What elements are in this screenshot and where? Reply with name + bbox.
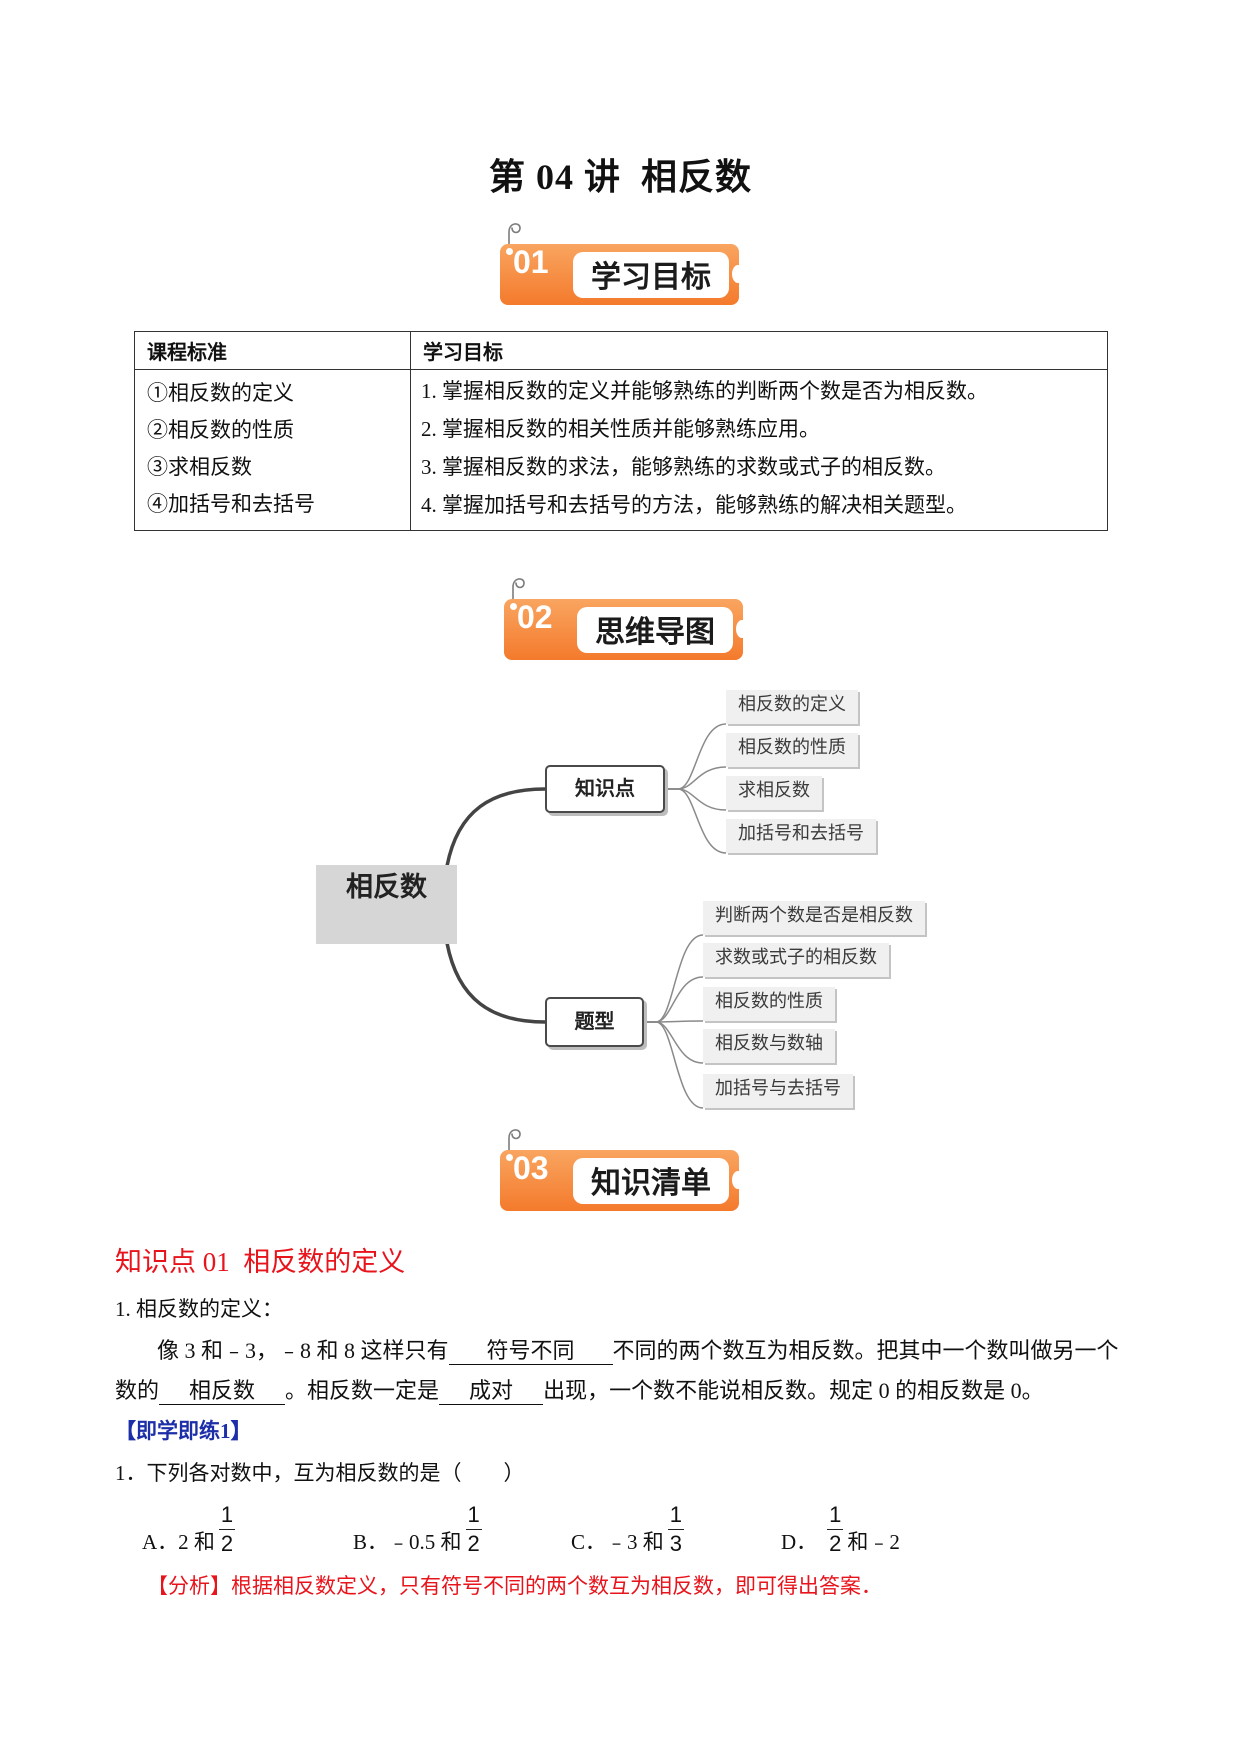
- badge-label: 学习目标: [573, 252, 729, 298]
- option-c: C． ﹣3 和 1 3: [571, 1492, 688, 1556]
- mind-map-leaf: 相反数的定义: [726, 690, 858, 724]
- table-row: ①相反数的定义 ②相反数的性质 ③求相反数 ④加括号和去括号 1. 掌握相反数的…: [134, 369, 1108, 531]
- analysis-text: 【分析】根据相反数定义，只有符号不同的两个数互为相反数，即可得出答案．: [147, 1574, 882, 1598]
- paragraph-text: 数的: [115, 1378, 160, 1403]
- paragraph-text: 不同的两个数互为相反数。把其中一个数叫做另一个: [612, 1338, 1119, 1363]
- option-letter: D．: [781, 1530, 818, 1554]
- badge-band: 01 学习目标: [500, 244, 744, 305]
- connector-knowledge-leaf: [665, 788, 727, 811]
- goal-item: 1. 掌握相反数的定义并能够熟练的判断两个数是否为相反数。: [421, 379, 988, 403]
- option-text: 和﹣2: [847, 1530, 900, 1554]
- fraction-denominator: 2: [220, 1531, 234, 1556]
- connector-root-knowledge: [445, 787, 546, 867]
- mind-map-leaf: 相反数与数轴: [703, 1029, 835, 1063]
- table-header-goals: 学习目标: [410, 331, 1108, 370]
- mind-map-root: 相反数: [316, 865, 457, 944]
- badge-band: 02 思维导图: [504, 599, 748, 660]
- fraction: 1 3: [667, 1503, 685, 1556]
- fraction-denominator: 2: [467, 1531, 480, 1556]
- goal-item: 3. 掌握相反数的求法，能够熟练的求数或式子的相反数。: [421, 455, 946, 479]
- badge-notch: [736, 620, 748, 638]
- fraction-denominator: 3: [669, 1531, 683, 1556]
- question-text: 1．下列各对数中，互为相反数的是（ ）: [115, 1461, 525, 1485]
- knowledge-point-heading: 知识点 01 相反数的定义: [115, 1247, 406, 1277]
- badge-number: 03: [513, 1150, 549, 1186]
- hook-icon: [508, 223, 521, 252]
- fraction-denominator: 2: [829, 1531, 842, 1556]
- practice-title: 【即学即练1】: [115, 1419, 252, 1443]
- section-badge-knowledge: 03 知识清单: [500, 1124, 745, 1216]
- connector-root-types: [445, 942, 546, 1024]
- fraction-numerator: 1: [827, 1503, 844, 1530]
- badge-hole: [506, 248, 513, 255]
- connector-types-leaf: [644, 976, 704, 1023]
- standard-item: ①相反数的定义: [147, 381, 294, 405]
- hook-icon: [512, 578, 525, 607]
- goal-item: 4. 掌握加括号和去括号的方法，能够熟练的解决相关题型。: [421, 493, 967, 517]
- mind-map-branch-knowledge: 知识点: [545, 765, 665, 813]
- connector-types-leaf: [644, 1021, 704, 1109]
- section-badge-objectives: 01 学习目标: [500, 218, 745, 310]
- standard-item: ②相反数的性质: [147, 418, 294, 442]
- connector-knowledge-leaf: [665, 788, 727, 854]
- option-letter: B．: [353, 1530, 389, 1554]
- paragraph-text: 像 3 和﹣3，﹣8 和 8 这样只有: [157, 1338, 449, 1363]
- mind-map-leaf: 相反数的性质: [726, 733, 858, 767]
- fill-blank-answer: 符号不同: [448, 1338, 613, 1365]
- mind-map-leaf: 相反数的性质: [703, 987, 835, 1021]
- objectives-table: 课程标准 学习目标 ①相反数的定义 ②相反数的性质 ③求相反数 ④加括号和去括号…: [134, 331, 1108, 531]
- standard-item: ③求相反数: [147, 455, 252, 479]
- badge-band: 03 知识清单: [500, 1150, 744, 1211]
- mind-map-leaf: 加括号和去括号: [726, 819, 876, 853]
- badge-number: 01: [513, 244, 549, 280]
- badge-notch: [732, 265, 744, 283]
- definition-label: 1. 相反数的定义：: [115, 1297, 283, 1321]
- mind-map: 相反数 知识点 题型 相反数的定义 相反数的性质 求相反数 加括号和去括号 判断…: [300, 680, 940, 1120]
- option-a: A． 2 和 1 2: [142, 1492, 239, 1556]
- option-text: ﹣0.5 和: [388, 1530, 462, 1554]
- option-text: ﹣3 和: [606, 1530, 664, 1554]
- standard-item: ④加括号和去括号: [147, 492, 315, 516]
- hook-icon: [508, 1129, 521, 1158]
- fraction: 1 2: [827, 1503, 844, 1556]
- standards-cell: ①相反数的定义 ②相反数的性质 ③求相反数 ④加括号和去括号: [134, 369, 411, 531]
- paragraph-text: 。相反数一定是: [285, 1378, 440, 1403]
- mind-map-leaf: 加括号与去括号: [703, 1074, 853, 1108]
- fraction: 1 2: [218, 1503, 236, 1556]
- mind-map-branch-types: 题型: [545, 997, 644, 1047]
- option-text: 2 和: [178, 1530, 215, 1554]
- objectives-table-grid: 课程标准 学习目标 ①相反数的定义 ②相反数的性质 ③求相反数 ④加括号和去括号…: [134, 331, 1108, 531]
- mind-map-connectors: [445, 723, 727, 1109]
- option-b: B． ﹣0.5 和 1 2: [353, 1492, 486, 1556]
- section-badge-mindmap: 02 思维导图: [504, 573, 749, 665]
- badge-hole: [506, 1154, 513, 1161]
- option-letter: A．: [142, 1530, 179, 1554]
- definition-paragraph-line1: 像 3 和﹣3，﹣8 和 8 这样只有符号不同不同的两个数互为相反数。把其中一个…: [115, 1336, 1145, 1366]
- option-letter: C．: [571, 1530, 607, 1554]
- goal-item: 2. 掌握相反数的相关性质并能够熟练应用。: [421, 417, 820, 441]
- badge-label: 知识清单: [573, 1158, 729, 1204]
- fraction: 1 2: [465, 1503, 482, 1556]
- mind-map-leaf: 判断两个数是否是相反数: [703, 901, 925, 935]
- goals-cell: 1. 掌握相反数的定义并能够熟练的判断两个数是否为相反数。 2. 掌握相反数的相…: [410, 369, 1108, 531]
- connector-knowledge-leaf: [665, 766, 727, 790]
- fraction-numerator: 1: [465, 1503, 482, 1530]
- option-d: D． 1 2 和﹣2: [781, 1492, 900, 1556]
- fraction-numerator: 1: [667, 1503, 685, 1530]
- badge-hole: [510, 603, 517, 610]
- mind-map-leaf: 求相反数: [726, 776, 822, 810]
- fraction-numerator: 1: [218, 1503, 236, 1530]
- page-title: 第 04 讲 相反数: [488, 157, 752, 197]
- badge-notch: [732, 1171, 744, 1189]
- badge-label: 思维导图: [577, 607, 733, 653]
- paragraph-text: 出现，一个数不能说相反数。规定 0 的相反数是 0。: [543, 1378, 1044, 1403]
- badge-number: 02: [517, 599, 553, 635]
- table-header-row: 课程标准 学习目标: [134, 331, 1108, 370]
- table-header-standards: 课程标准: [134, 331, 411, 370]
- fill-blank-answer: 成对: [439, 1378, 544, 1405]
- fill-blank-answer: 相反数: [159, 1378, 286, 1405]
- mind-map-leaf: 求数或式子的相反数: [703, 943, 889, 977]
- definition-paragraph-line2: 数的相反数。相反数一定是成对出现，一个数不能说相反数。规定 0 的相反数是 0。: [115, 1376, 1145, 1406]
